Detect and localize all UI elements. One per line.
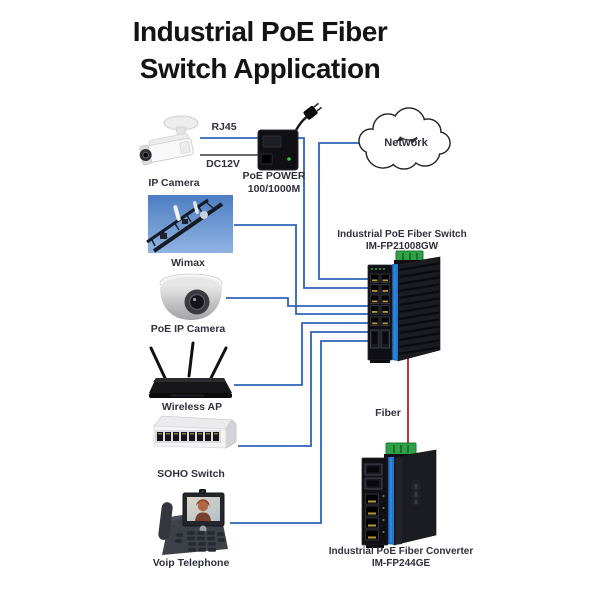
- voip-telephone-label: Voip Telephone: [152, 557, 230, 569]
- dc12v-label: DC12V: [206, 158, 240, 170]
- fiber-label: Fiber: [375, 407, 401, 419]
- line-injector-to-switch: [296, 137, 374, 289]
- ip-camera-label: IP Camera: [148, 177, 200, 189]
- poe-power-label: PoE POWER 100/1000M: [242, 170, 306, 195]
- fiber-converter-icon: [361, 442, 437, 548]
- line-wireless-ap-to-switch: [234, 322, 374, 386]
- line-cloud-to-switch: [318, 142, 374, 280]
- page-title-line2: Switch Application: [139, 53, 381, 84]
- poe-ip-camera-label: PoE IP Camera: [150, 323, 226, 335]
- connection-lines-blue: [200, 137, 374, 524]
- network-cloud-icon: [358, 107, 451, 170]
- network-label: Network: [384, 137, 428, 149]
- page-title: Industrial PoE Fiber Switch Application: [30, 13, 490, 87]
- wireless-ap-icon: [149, 341, 232, 398]
- power-plug-icon: [303, 102, 323, 120]
- soho-switch-icon: [153, 415, 237, 449]
- fiber-converter-label: Industrial PoE Fiber Converter IM-FP244G…: [328, 546, 474, 569]
- poe-ip-camera-icon: [159, 273, 223, 320]
- ip-camera-icon: [139, 115, 199, 166]
- wimax-label: Wimax: [171, 257, 205, 269]
- line-dome-camera-to-switch: [226, 297, 374, 307]
- poe-injector-icon: [257, 102, 323, 171]
- fiber-switch-icon: [367, 250, 441, 363]
- rj45-label: RJ45: [211, 121, 237, 133]
- fiber-switch-label: Industrial PoE Fiber Switch IM-FP21008GW: [337, 229, 467, 252]
- line-wimax-to-switch: [234, 224, 374, 315]
- wireless-ap-label: Wireless AP: [161, 401, 223, 413]
- line-soho-to-switch: [238, 331, 374, 447]
- voip-telephone-icon: [158, 489, 228, 555]
- wimax-icon: [146, 195, 233, 253]
- page-title-line1: Industrial PoE Fiber: [132, 16, 388, 47]
- line-voip-to-switch: [230, 340, 374, 524]
- soho-switch-label: SOHO Switch: [157, 468, 225, 480]
